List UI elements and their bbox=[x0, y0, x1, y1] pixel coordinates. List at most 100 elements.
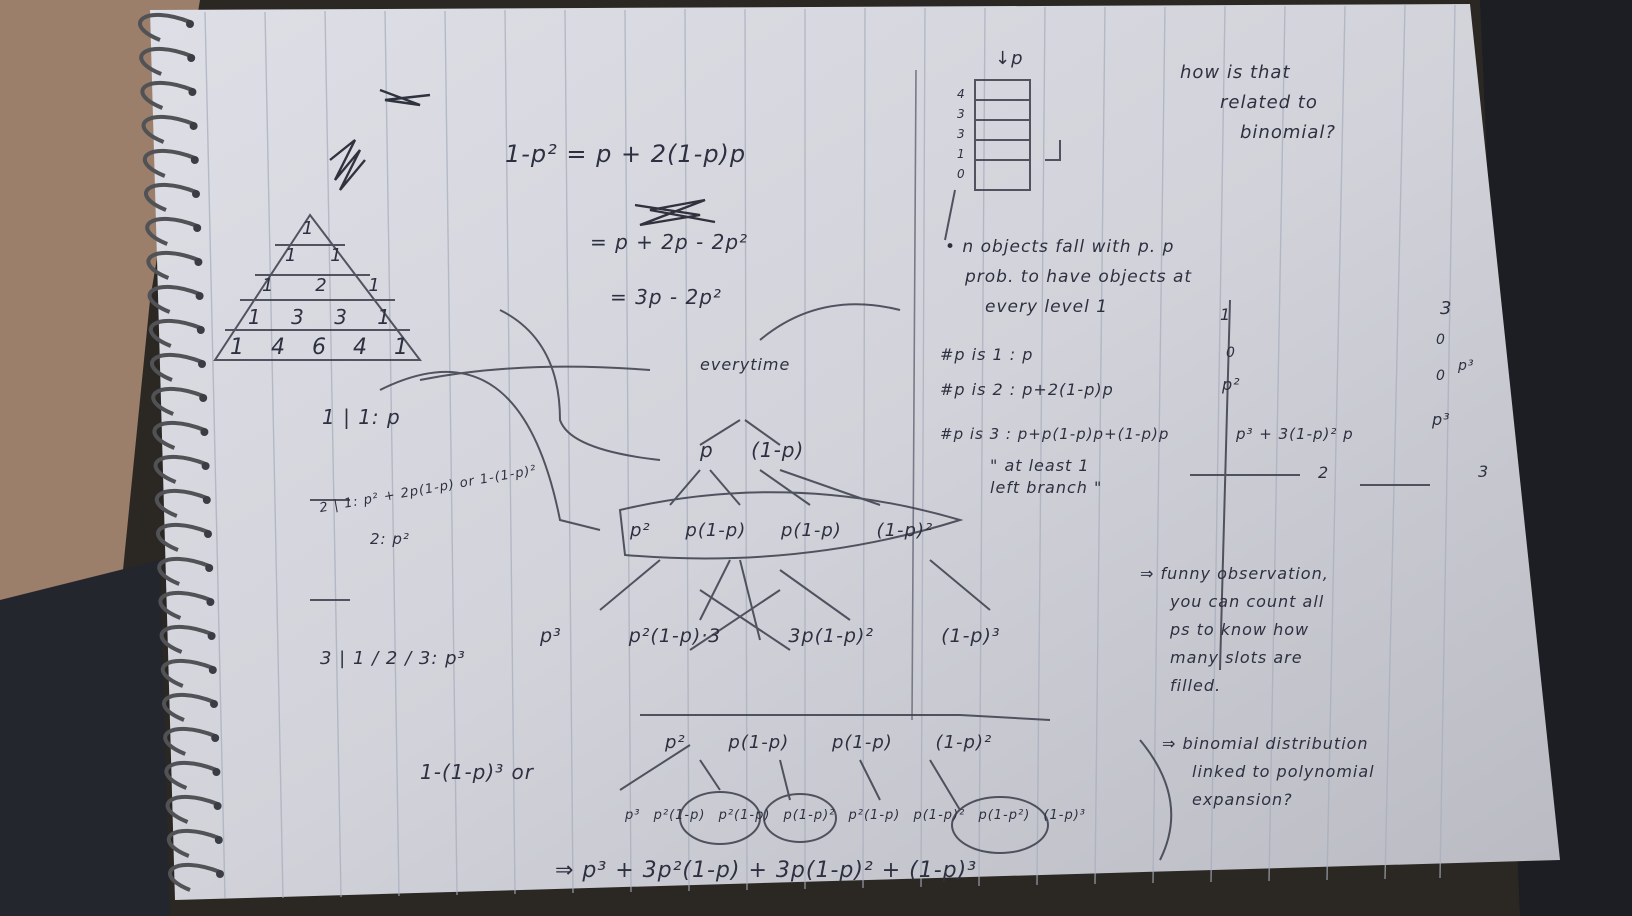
spiral-hole bbox=[187, 54, 196, 62]
spiral-hole bbox=[212, 768, 221, 776]
side-value-1: 1 bbox=[1220, 305, 1232, 324]
spiral-hole bbox=[200, 428, 209, 436]
scribbles bbox=[329, 88, 716, 227]
spiral-ring bbox=[160, 658, 214, 688]
spiral-ring bbox=[164, 760, 218, 790]
spiral-ring bbox=[159, 624, 213, 654]
spiral-ring bbox=[145, 216, 198, 246]
spiral-ring bbox=[147, 284, 201, 314]
pascal-row-4: 1 3 3 1 bbox=[248, 305, 392, 329]
spiral-ring bbox=[140, 80, 194, 110]
pascal-row-2: 1 1 bbox=[285, 245, 343, 266]
tree-row-2: p² p(1-p) p(1-p) (1-p)² bbox=[630, 520, 934, 541]
side-value-3: 3 bbox=[1440, 298, 1453, 319]
row-p2-col2: p³ bbox=[1432, 410, 1451, 429]
spiral-ring bbox=[151, 386, 204, 416]
spiral-hole bbox=[206, 598, 215, 606]
row-p2: #p is 2 : p+2(1-p)p bbox=[940, 380, 1114, 399]
spiral-ring bbox=[141, 114, 195, 144]
spiral-ring bbox=[144, 182, 197, 212]
spiral-ring bbox=[139, 46, 192, 76]
spiral-hole bbox=[205, 564, 214, 572]
pascal-row-1: 1 bbox=[302, 218, 315, 239]
spiral-ring bbox=[162, 692, 215, 722]
spiral-hole bbox=[196, 326, 205, 334]
pascal-row-3: 1 2 1 bbox=[262, 275, 381, 296]
equation-line-3: = 3p - 2p² bbox=[610, 285, 722, 309]
pencil-strokes bbox=[213, 79, 1430, 861]
level-1: 1 | 1: p bbox=[322, 405, 401, 429]
spiral-hole bbox=[193, 224, 202, 232]
spiral-hole bbox=[208, 666, 217, 674]
leg-area bbox=[0, 0, 200, 640]
spiral-hole bbox=[192, 190, 200, 198]
spiral-hole bbox=[198, 360, 206, 368]
row-p1: #p is 1 : p bbox=[940, 345, 1034, 364]
tree-row-1: p (1-p) bbox=[700, 438, 805, 462]
level-2-sub: 2: p² bbox=[370, 530, 410, 548]
spiral-ring bbox=[146, 250, 200, 280]
equation-line-1: 1-p² = p + 2(1-p)p bbox=[505, 140, 747, 168]
spiral-ring bbox=[148, 318, 202, 348]
side-value-0b: 0 bbox=[1436, 332, 1446, 348]
side-value-3b: 3 bbox=[1478, 462, 1490, 481]
spiral-hole bbox=[213, 802, 222, 810]
final-sum: ⇒ p³ + 3p²(1-p) + 3p(1-p)² + (1-p)³ bbox=[555, 858, 978, 883]
spiral-ring bbox=[138, 12, 191, 42]
spiral-ring bbox=[163, 726, 216, 756]
spiral-ring bbox=[166, 828, 220, 858]
notebook-page bbox=[150, 4, 1560, 900]
tree-row-3: p³ p²(1-p)·3 3p(1-p)² (1-p)³ bbox=[540, 625, 1001, 647]
spiral-ring bbox=[153, 454, 207, 484]
margin-line bbox=[911, 69, 917, 721]
spiral-ring bbox=[154, 488, 208, 518]
spiral-hole bbox=[195, 292, 204, 300]
spiral-hole bbox=[207, 632, 216, 640]
spiral-hole bbox=[199, 394, 208, 402]
spiral-ring bbox=[157, 556, 210, 586]
level-3: 3 | 1 / 2 / 3: p³ bbox=[320, 648, 466, 669]
spiral-hole bbox=[204, 530, 212, 538]
spiral-hole bbox=[190, 156, 199, 164]
row-p3-col2: p³ + 3(1-p)² p bbox=[1236, 425, 1354, 443]
spiral-binding bbox=[138, 12, 224, 892]
stack-label: ↓p bbox=[995, 48, 1024, 69]
bottom-formula: 1-(1-p)³ or bbox=[420, 760, 535, 784]
spiral-hole bbox=[214, 836, 223, 844]
side-value-p3: p³ bbox=[1458, 358, 1475, 374]
pascal-row-5: 1 4 6 4 1 bbox=[230, 335, 409, 360]
side-value-0c: 0 bbox=[1436, 368, 1446, 384]
equation-line-2: = p + 2p - 2p² bbox=[590, 230, 749, 254]
side-value-0: 0 bbox=[1226, 345, 1236, 361]
spiral-hole bbox=[188, 88, 197, 96]
row-p3: #p is 3 : p+p(1-p)p+(1-p)p bbox=[940, 425, 1170, 443]
ruled-lines bbox=[204, 4, 1456, 899]
spiral-ring bbox=[152, 420, 206, 450]
tree-row-5: p³ p²(1-p) p²(1-p) p(1-p)² p²(1-p) p(1-p… bbox=[625, 808, 1086, 823]
spiral-hole bbox=[194, 258, 203, 266]
jeans-left bbox=[0, 560, 170, 916]
spiral-ring bbox=[150, 352, 203, 382]
spiral-ring bbox=[158, 590, 212, 620]
spiral-hole bbox=[189, 122, 198, 130]
spiral-hole bbox=[201, 462, 210, 470]
tree-row-4: p² p(1-p) p(1-p) (1-p)² bbox=[665, 732, 993, 753]
spiral-ring bbox=[168, 862, 221, 892]
spiral-ring bbox=[156, 522, 209, 552]
spiral-ring bbox=[142, 148, 196, 178]
spiral-hole bbox=[211, 734, 220, 742]
side-value-2: 2 bbox=[1318, 463, 1330, 482]
spiral-hole bbox=[186, 20, 194, 28]
spiral-hole bbox=[202, 496, 211, 504]
spiral-hole bbox=[210, 700, 218, 708]
spiral-hole bbox=[216, 870, 224, 878]
spiral-ring bbox=[165, 794, 219, 824]
everytime-label: everytime bbox=[700, 355, 791, 374]
row-p1-col2: p² bbox=[1222, 375, 1241, 394]
